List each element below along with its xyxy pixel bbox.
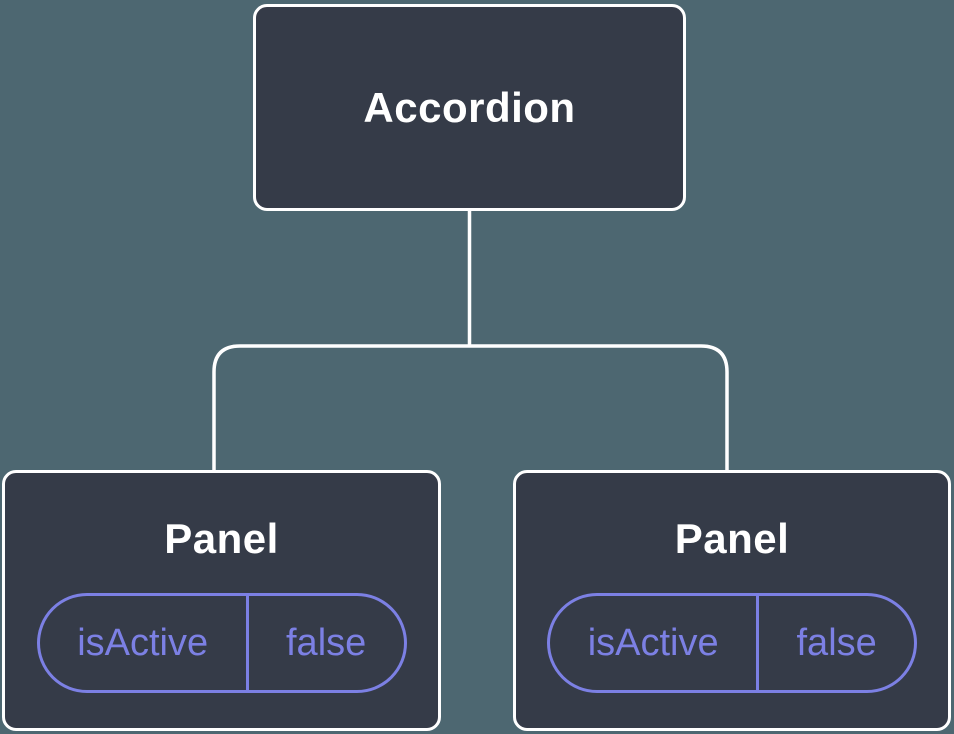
connector-branch bbox=[212, 344, 729, 472]
state-badge: isActive false bbox=[36, 593, 407, 693]
panel-node-label: Panel bbox=[674, 515, 790, 562]
state-name: isActive bbox=[550, 596, 760, 690]
tree-node-panel-right: Panel isActive false bbox=[513, 470, 951, 731]
state-value: false bbox=[796, 621, 877, 664]
tree-node-accordion: Accordion bbox=[253, 4, 686, 211]
state-badge: isActive false bbox=[547, 593, 917, 693]
state-name: isActive bbox=[40, 596, 249, 690]
panel-node-label: Panel bbox=[164, 515, 279, 562]
accordion-node-label: Accordion bbox=[363, 83, 576, 131]
tree-node-panel-left: Panel isActive false bbox=[2, 470, 441, 731]
state-value: false bbox=[286, 621, 367, 664]
